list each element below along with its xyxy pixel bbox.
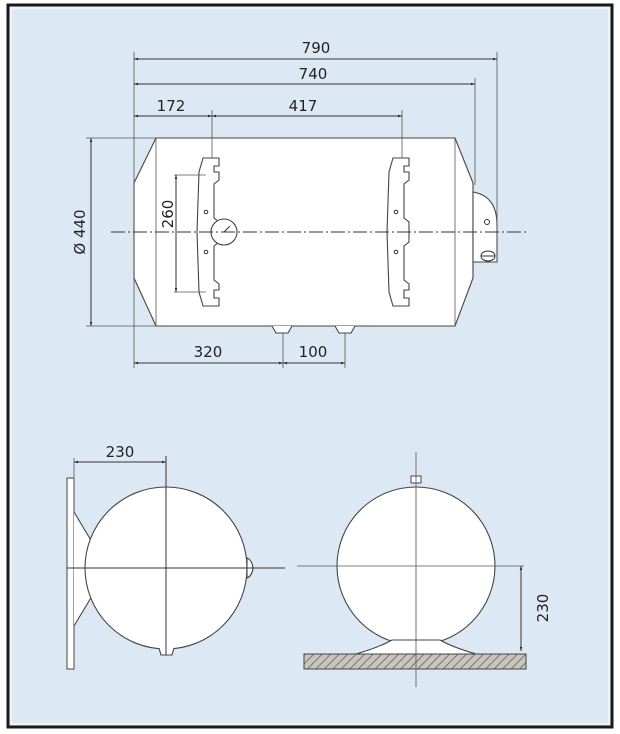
dim-overall-length: 790 bbox=[302, 39, 331, 57]
side-view-floor: 230 bbox=[297, 452, 552, 687]
dim-wall-to-center: 230 bbox=[106, 443, 135, 461]
dim-pipe-spacing: 100 bbox=[299, 343, 328, 361]
front-view: 790 740 172 417 Ø 440 260 320 100 bbox=[71, 39, 528, 368]
dim-bracket-offset: 172 bbox=[157, 97, 186, 115]
dim-pipe-offset: 320 bbox=[194, 343, 223, 361]
dim-diameter: Ø 440 bbox=[71, 209, 89, 254]
dim-bracket-hole-spacing: 260 bbox=[159, 200, 177, 229]
side-view-wall: 230 bbox=[66, 443, 285, 670]
dim-bracket-spacing: 417 bbox=[289, 97, 318, 115]
floor-base bbox=[303, 653, 527, 670]
dim-tank-length: 740 bbox=[299, 65, 328, 83]
wall-plate bbox=[66, 477, 75, 670]
dim-floor-to-center: 230 bbox=[534, 594, 552, 623]
